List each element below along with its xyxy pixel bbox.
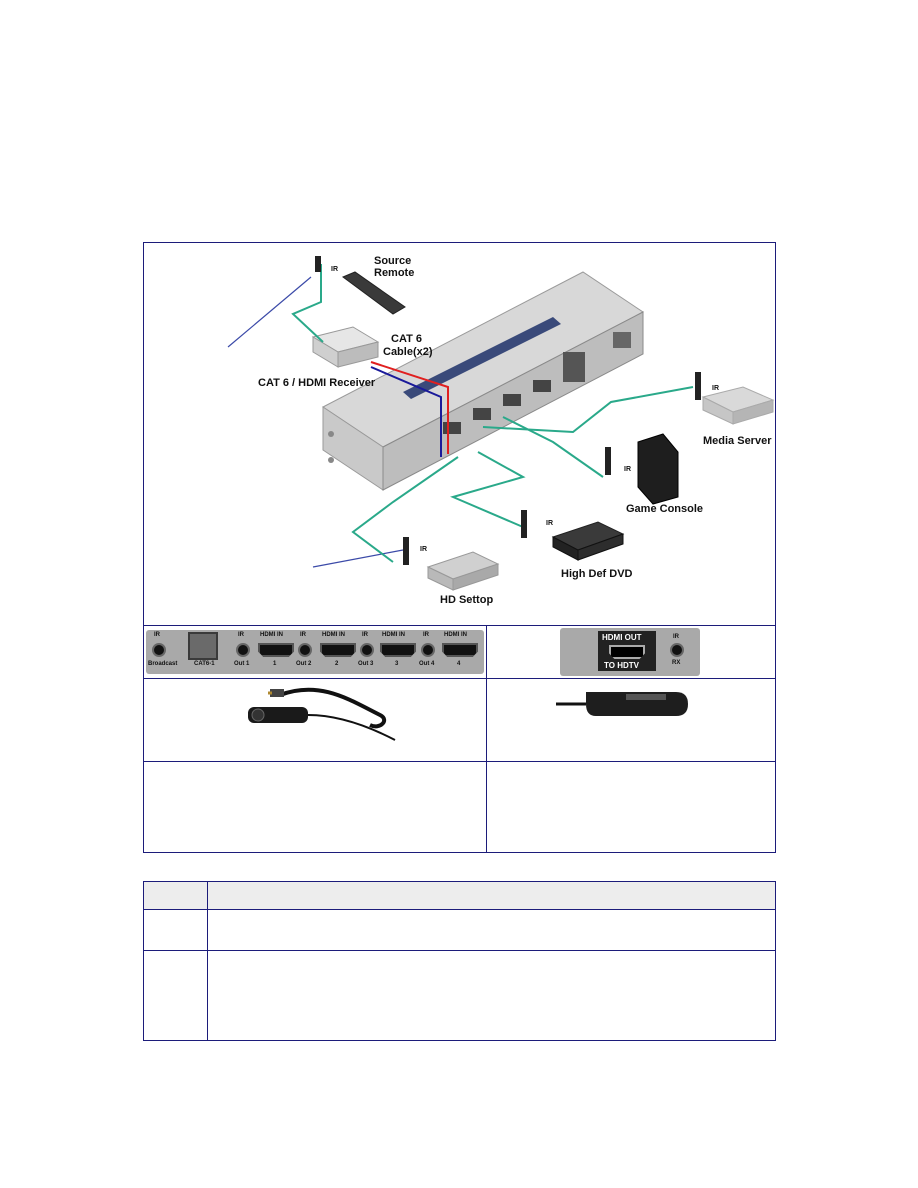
connection-diagram bbox=[227, 256, 775, 591]
panel-label: IR bbox=[362, 632, 368, 638]
ir-broadcast-jack bbox=[152, 643, 166, 657]
panel-label: HDMI IN bbox=[260, 632, 283, 638]
matrix-switch-rear-port bbox=[443, 422, 461, 434]
table-header-col-1 bbox=[143, 881, 208, 910]
game-console-device bbox=[637, 433, 679, 505]
ir-receiver-cable-image bbox=[248, 687, 396, 741]
ir-cable-green bbox=[291, 264, 324, 343]
table-row-2-col-1 bbox=[143, 950, 208, 1041]
high-def-dvd-label: High Def DVD bbox=[561, 568, 633, 580]
rx-label: RX bbox=[672, 660, 681, 666]
receiver-rear-panel: HDMI OUT TO HDTV IR RX bbox=[560, 628, 700, 676]
panel-label: 2 bbox=[335, 661, 339, 667]
panel-label: HDMI IN bbox=[322, 632, 345, 638]
game-console-label: Game Console bbox=[626, 503, 704, 515]
hdmi-out-label: HDMI OUT bbox=[602, 633, 642, 642]
ir-emitter bbox=[403, 537, 409, 565]
high-def-dvd-device bbox=[577, 533, 624, 561]
panel-label: Out 3 bbox=[358, 661, 374, 667]
panel-label: Out 1 bbox=[234, 661, 250, 667]
ir-label: IR bbox=[712, 385, 719, 392]
ir-label: IR bbox=[331, 266, 338, 273]
hd-settop-device bbox=[452, 563, 499, 591]
receiver-box-side bbox=[337, 341, 379, 368]
ir-rx-jack bbox=[670, 643, 684, 657]
panel-label: 4 bbox=[457, 661, 461, 667]
ir-emitter bbox=[315, 256, 321, 272]
matrix-switch-label-strip bbox=[403, 317, 561, 399]
cat6-port bbox=[188, 632, 218, 660]
panel-label: Broadcast bbox=[148, 661, 178, 667]
matrix-switch-rear-port bbox=[503, 394, 521, 406]
table-row-1-col-2 bbox=[207, 909, 776, 951]
ir-emitter bbox=[695, 372, 701, 400]
ir-emitter bbox=[605, 447, 611, 475]
panel-label: HDMI IN bbox=[444, 632, 467, 638]
ir-label: IR bbox=[624, 466, 631, 473]
cat6-label-1: CAT 6 bbox=[391, 333, 422, 345]
to-hdtv-label: TO HDTV bbox=[604, 661, 639, 670]
receiver-label: CAT 6 / HDMI Receiver bbox=[258, 377, 376, 389]
source-remote bbox=[341, 271, 406, 315]
ir-label: IR bbox=[420, 546, 427, 553]
ir-emitter bbox=[521, 510, 527, 538]
source-remote-label-2: Remote bbox=[374, 267, 415, 279]
table-row-2-col-2 bbox=[207, 950, 776, 1041]
ir-cable-green bbox=[450, 451, 526, 528]
panel-label: IR bbox=[154, 632, 160, 638]
source-remote-label-1: Source bbox=[374, 255, 412, 267]
matrix-switch-screw bbox=[328, 457, 334, 463]
ir-out-jack bbox=[421, 643, 435, 657]
panel-label: IR bbox=[238, 632, 244, 638]
cat6-label-2: Cable(x2) bbox=[383, 346, 433, 358]
hdmi-out-port bbox=[609, 645, 645, 659]
table-header-col-2 bbox=[207, 881, 776, 910]
panel-label: 3 bbox=[395, 661, 399, 667]
hdmi-in-port bbox=[320, 643, 356, 657]
panel-label: HDMI IN bbox=[382, 632, 405, 638]
ir-out-jack bbox=[298, 643, 312, 657]
pointer-line bbox=[312, 549, 404, 568]
ir-out-jack bbox=[236, 643, 250, 657]
description-cell-right bbox=[486, 761, 776, 853]
ir-cable-green bbox=[502, 416, 604, 478]
media-server-device bbox=[732, 399, 774, 425]
ir-out-jack bbox=[360, 643, 374, 657]
cat6-cable-blue bbox=[370, 366, 442, 457]
panel-label: IR bbox=[300, 632, 306, 638]
media-server-label: Media Server bbox=[703, 435, 772, 447]
matrix-rear-panel: IR Broadcast CAT6-1 IR Out 1 HDMI IN 1 I… bbox=[146, 630, 484, 674]
cat6-cable-red bbox=[370, 361, 449, 454]
matrix-switch-rear-port bbox=[613, 332, 631, 348]
ir-cable-green bbox=[351, 456, 459, 563]
description-cell-left bbox=[143, 761, 487, 853]
hdmi-in-port bbox=[258, 643, 294, 657]
hdmi-in-port bbox=[380, 643, 416, 657]
matrix-switch-rear-port bbox=[563, 352, 585, 382]
pointer-line bbox=[227, 276, 312, 348]
ir-label: IR bbox=[673, 634, 679, 640]
matrix-switch-rear-port bbox=[473, 408, 491, 420]
panel-label: IR bbox=[423, 632, 429, 638]
matrix-switch-screw bbox=[328, 431, 334, 437]
panel-label: CAT6-1 bbox=[194, 661, 215, 667]
panel-label: 1 bbox=[273, 661, 277, 667]
ir-emitter-image bbox=[556, 692, 688, 716]
ir-label: IR bbox=[546, 520, 553, 527]
panel-label: Out 4 bbox=[419, 661, 435, 667]
hd-settop-label: HD Settop bbox=[440, 594, 494, 606]
table-row-1-col-1 bbox=[143, 909, 208, 951]
matrix-switch-rear-port bbox=[533, 380, 551, 392]
hdmi-in-port bbox=[442, 643, 478, 657]
panel-label: Out 2 bbox=[296, 661, 312, 667]
